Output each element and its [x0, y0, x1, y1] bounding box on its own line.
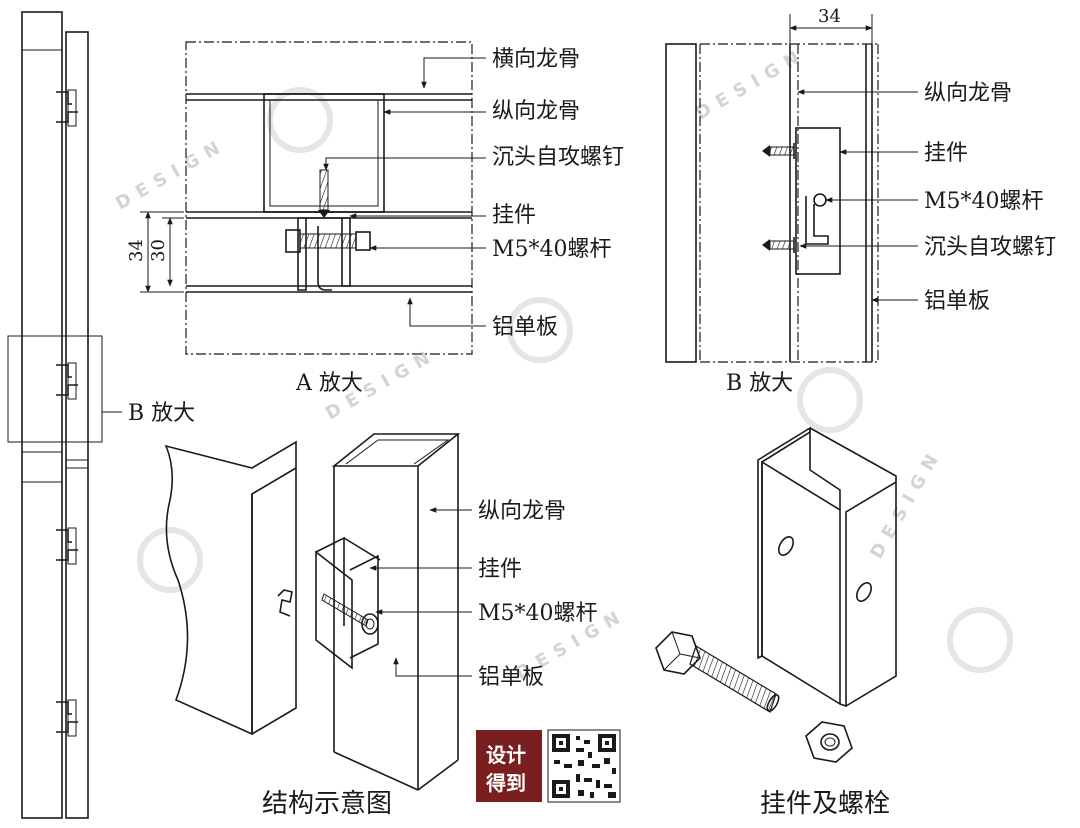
label-hanger: 挂件: [478, 557, 522, 582]
detail-b-screw-top: [762, 143, 795, 159]
iso-bolt: [321, 593, 379, 635]
structure-caption: 结构示意图: [262, 789, 392, 819]
dim-34-vertical: 34: [126, 239, 147, 262]
structure-schematic: 纵向龙骨 挂件 M5*40螺杆 铝单板 结构示意图: [164, 433, 598, 819]
iso-hanger: [315, 536, 381, 670]
label-longitudinal-keel: 纵向龙骨: [492, 99, 580, 124]
iso-aluminum-panel: [164, 440, 297, 736]
watermark-text: DESIGN: [866, 444, 947, 563]
logo-line-2: 得到: [485, 771, 526, 795]
detail-b-callout-box: [7, 335, 103, 443]
dim-30-vertical: 30: [148, 239, 169, 262]
detail-a-hanger: [297, 217, 351, 291]
label-countersunk-screw: 沉头自攻螺钉: [492, 145, 624, 170]
elevation-callout-label: B 放大: [128, 401, 195, 426]
brand-logo: 设计 得到: [476, 730, 542, 802]
label-aluminum-panel: 铝单板: [478, 665, 544, 690]
label-countersunk-screw: 沉头自攻螺钉: [924, 235, 1056, 260]
elevation-hanger: [56, 527, 78, 565]
parts-bolt: [655, 631, 780, 713]
detail-b-hanger: [795, 127, 841, 275]
label-transverse-keel: 横向龙骨: [492, 47, 580, 72]
elevation-view: B 放大: [7, 11, 195, 819]
label-hanger: 挂件: [924, 141, 968, 166]
elevation-hanger: [56, 362, 78, 400]
qr-code: [547, 729, 621, 803]
label-longitudinal-keel: 纵向龙骨: [924, 81, 1012, 106]
detail-a-caption: A 放大: [295, 371, 363, 396]
watermark-text: DESIGN: [692, 44, 811, 125]
label-bolt: M5*40螺杆: [924, 189, 1044, 214]
detail-b: 34 纵向龙骨 挂件 M5*40螺杆 沉头自攻螺钉 铝单板 B 放大: [665, 6, 1056, 396]
label-aluminum-panel: 铝单板: [492, 315, 558, 340]
elevation-hanger: [56, 89, 78, 127]
label-bolt: M5*40螺杆: [492, 237, 612, 262]
detail-b-caption: B 放大: [726, 371, 793, 396]
label-aluminum-panel: 铝单板: [924, 289, 990, 314]
label-hanger: 挂件: [492, 203, 536, 228]
detail-b-screw-bottom: [762, 237, 795, 253]
elevation-hanger: [56, 699, 78, 737]
logo-line-1: 设计: [486, 743, 526, 767]
label-bolt: M5*40螺杆: [478, 601, 598, 626]
detail-a-screw: [314, 169, 334, 218]
watermark-text: DESIGN: [112, 134, 231, 215]
detail-a: 34 30 横向龙骨 纵向龙骨 沉头自攻螺钉 挂件 M5*40螺杆 铝单板 A …: [126, 41, 624, 396]
detail-a-bolt: [285, 229, 371, 253]
parts-nut: [805, 721, 853, 763]
parts-caption: 挂件及螺栓: [760, 789, 890, 819]
iso-keel-tube: [331, 433, 461, 791]
dim-34-top: 34: [818, 6, 841, 27]
parts-hanger: [757, 426, 897, 708]
watermark-layer: DESIGN DESIGN DESIGN DESIGN DESIGN: [112, 44, 1013, 684]
parts-view: 挂件及螺栓: [655, 426, 897, 819]
label-longitudinal-keel: 纵向龙骨: [478, 499, 566, 524]
logo-background: [476, 730, 542, 802]
